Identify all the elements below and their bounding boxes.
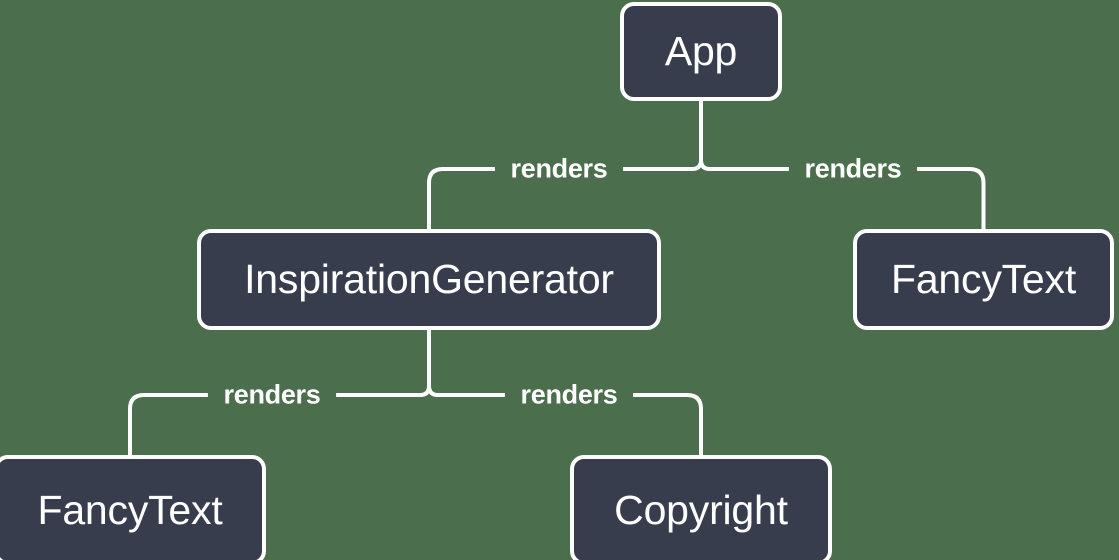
connector-line xyxy=(969,167,986,229)
node-label: InspirationGenerator xyxy=(244,256,614,302)
edge-label-renders: renders xyxy=(804,153,902,184)
connector-line xyxy=(686,393,703,455)
node-label: FancyText xyxy=(37,486,223,533)
node-app[interactable]: App xyxy=(620,2,782,101)
node-inspgen[interactable]: InspirationGenerator xyxy=(197,229,661,330)
node-copyright[interactable]: Copyright xyxy=(570,455,832,560)
connector-line xyxy=(128,393,145,455)
node-label: Copyright xyxy=(614,486,788,533)
edge-label-renders: renders xyxy=(223,379,321,410)
edge-label-renders: renders xyxy=(510,153,608,184)
connector-line xyxy=(427,167,444,229)
node-label: App xyxy=(664,28,738,74)
edge-label-renders: renders xyxy=(520,379,618,410)
node-label: FancyText xyxy=(890,256,1077,302)
node-fancy2[interactable]: FancyText xyxy=(0,455,266,560)
node-fancy1[interactable]: FancyText xyxy=(853,229,1114,330)
